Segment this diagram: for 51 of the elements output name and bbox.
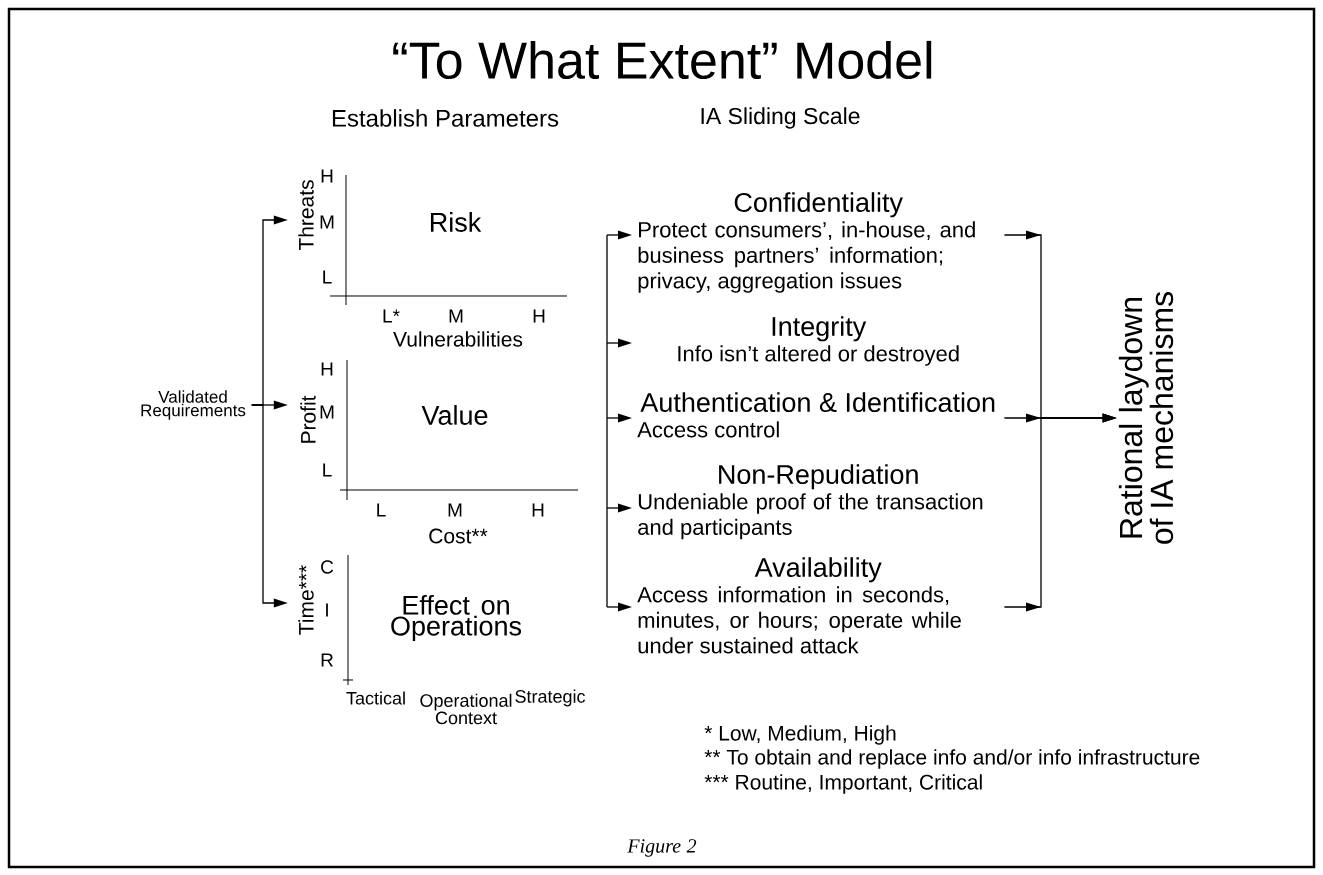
axis-tick-label: H	[532, 503, 544, 517]
axis-tick-label: C	[321, 560, 334, 574]
axis-tick-label: L	[377, 503, 386, 517]
axis-title: Threats	[298, 180, 314, 251]
scale-item: Availability Access information in seconds, minutes, or hours; operate while under sustained attack	[637, 557, 961, 654]
axis-tick-label: H	[533, 309, 545, 323]
axis-tick-label: Strategic	[515, 689, 586, 707]
arrow	[606, 602, 632, 612]
axis-tick-label: M	[320, 215, 334, 229]
axis-title: Operational Context	[420, 693, 512, 725]
arrow	[1003, 413, 1117, 612]
axis-tick-label: I	[326, 603, 328, 617]
scale-item: Authentication & Identification Access control	[637, 392, 995, 438]
axis-tick-label: L*	[383, 309, 400, 323]
chart-panel	[300, 359, 579, 544]
axis-tick-label: M	[320, 405, 334, 419]
axis-title: Cost**	[429, 528, 488, 544]
column-heading: Establish Parameters	[332, 109, 559, 127]
footnote: *** Routine, Important, Critical	[704, 774, 982, 794]
scale-item: Non-Repudiation Undeniable proof of the transaction and participants	[638, 464, 983, 540]
arrow	[606, 338, 632, 348]
scale-item: Confidentiality Protect consumers’, in-house, and business partners’ information; privacy, aggregation issues	[638, 192, 975, 293]
bracket	[606, 234, 608, 608]
chart-panel	[298, 554, 586, 725]
axis-title: Profit	[300, 395, 316, 443]
footnote: * Low, Medium, High	[704, 725, 896, 745]
axis-tick-label: R	[321, 653, 333, 667]
scale-item: Integrity Info isn’t altered or destroyed	[678, 316, 959, 366]
chart-panel	[298, 169, 568, 347]
axis-tick-label: H	[321, 169, 333, 183]
axis-tick-label: H	[321, 362, 333, 376]
axis-tick-label: M	[448, 503, 462, 517]
axis-tick-label: L	[323, 270, 332, 284]
axis-tick-label: M	[449, 309, 463, 323]
chart-heading: Value	[421, 405, 488, 425]
arrow	[606, 413, 632, 423]
axis-title: Vulnerabilities	[393, 331, 523, 347]
footnote: ** To obtain and replace info and/or info infrastructure	[704, 749, 1200, 769]
node-label: Validated Requirements	[141, 390, 246, 420]
axis-tick-label: L	[323, 463, 332, 477]
arrow	[606, 503, 632, 513]
arrow	[606, 230, 632, 240]
axis-tick-label: Tactical	[346, 691, 405, 705]
chart-heading: Effect on Operations	[391, 595, 522, 641]
axis-title: Time***	[298, 565, 314, 635]
column-heading: IA Sliding Scale	[701, 107, 860, 129]
node-label: Rational laydown of IA mechanisms	[1118, 292, 1174, 544]
chart-heading: Risk	[430, 212, 482, 232]
title: “To What Extent” Model	[393, 40, 932, 80]
arrow	[251, 404, 288, 608]
figure-caption: Figure 2	[627, 839, 697, 857]
